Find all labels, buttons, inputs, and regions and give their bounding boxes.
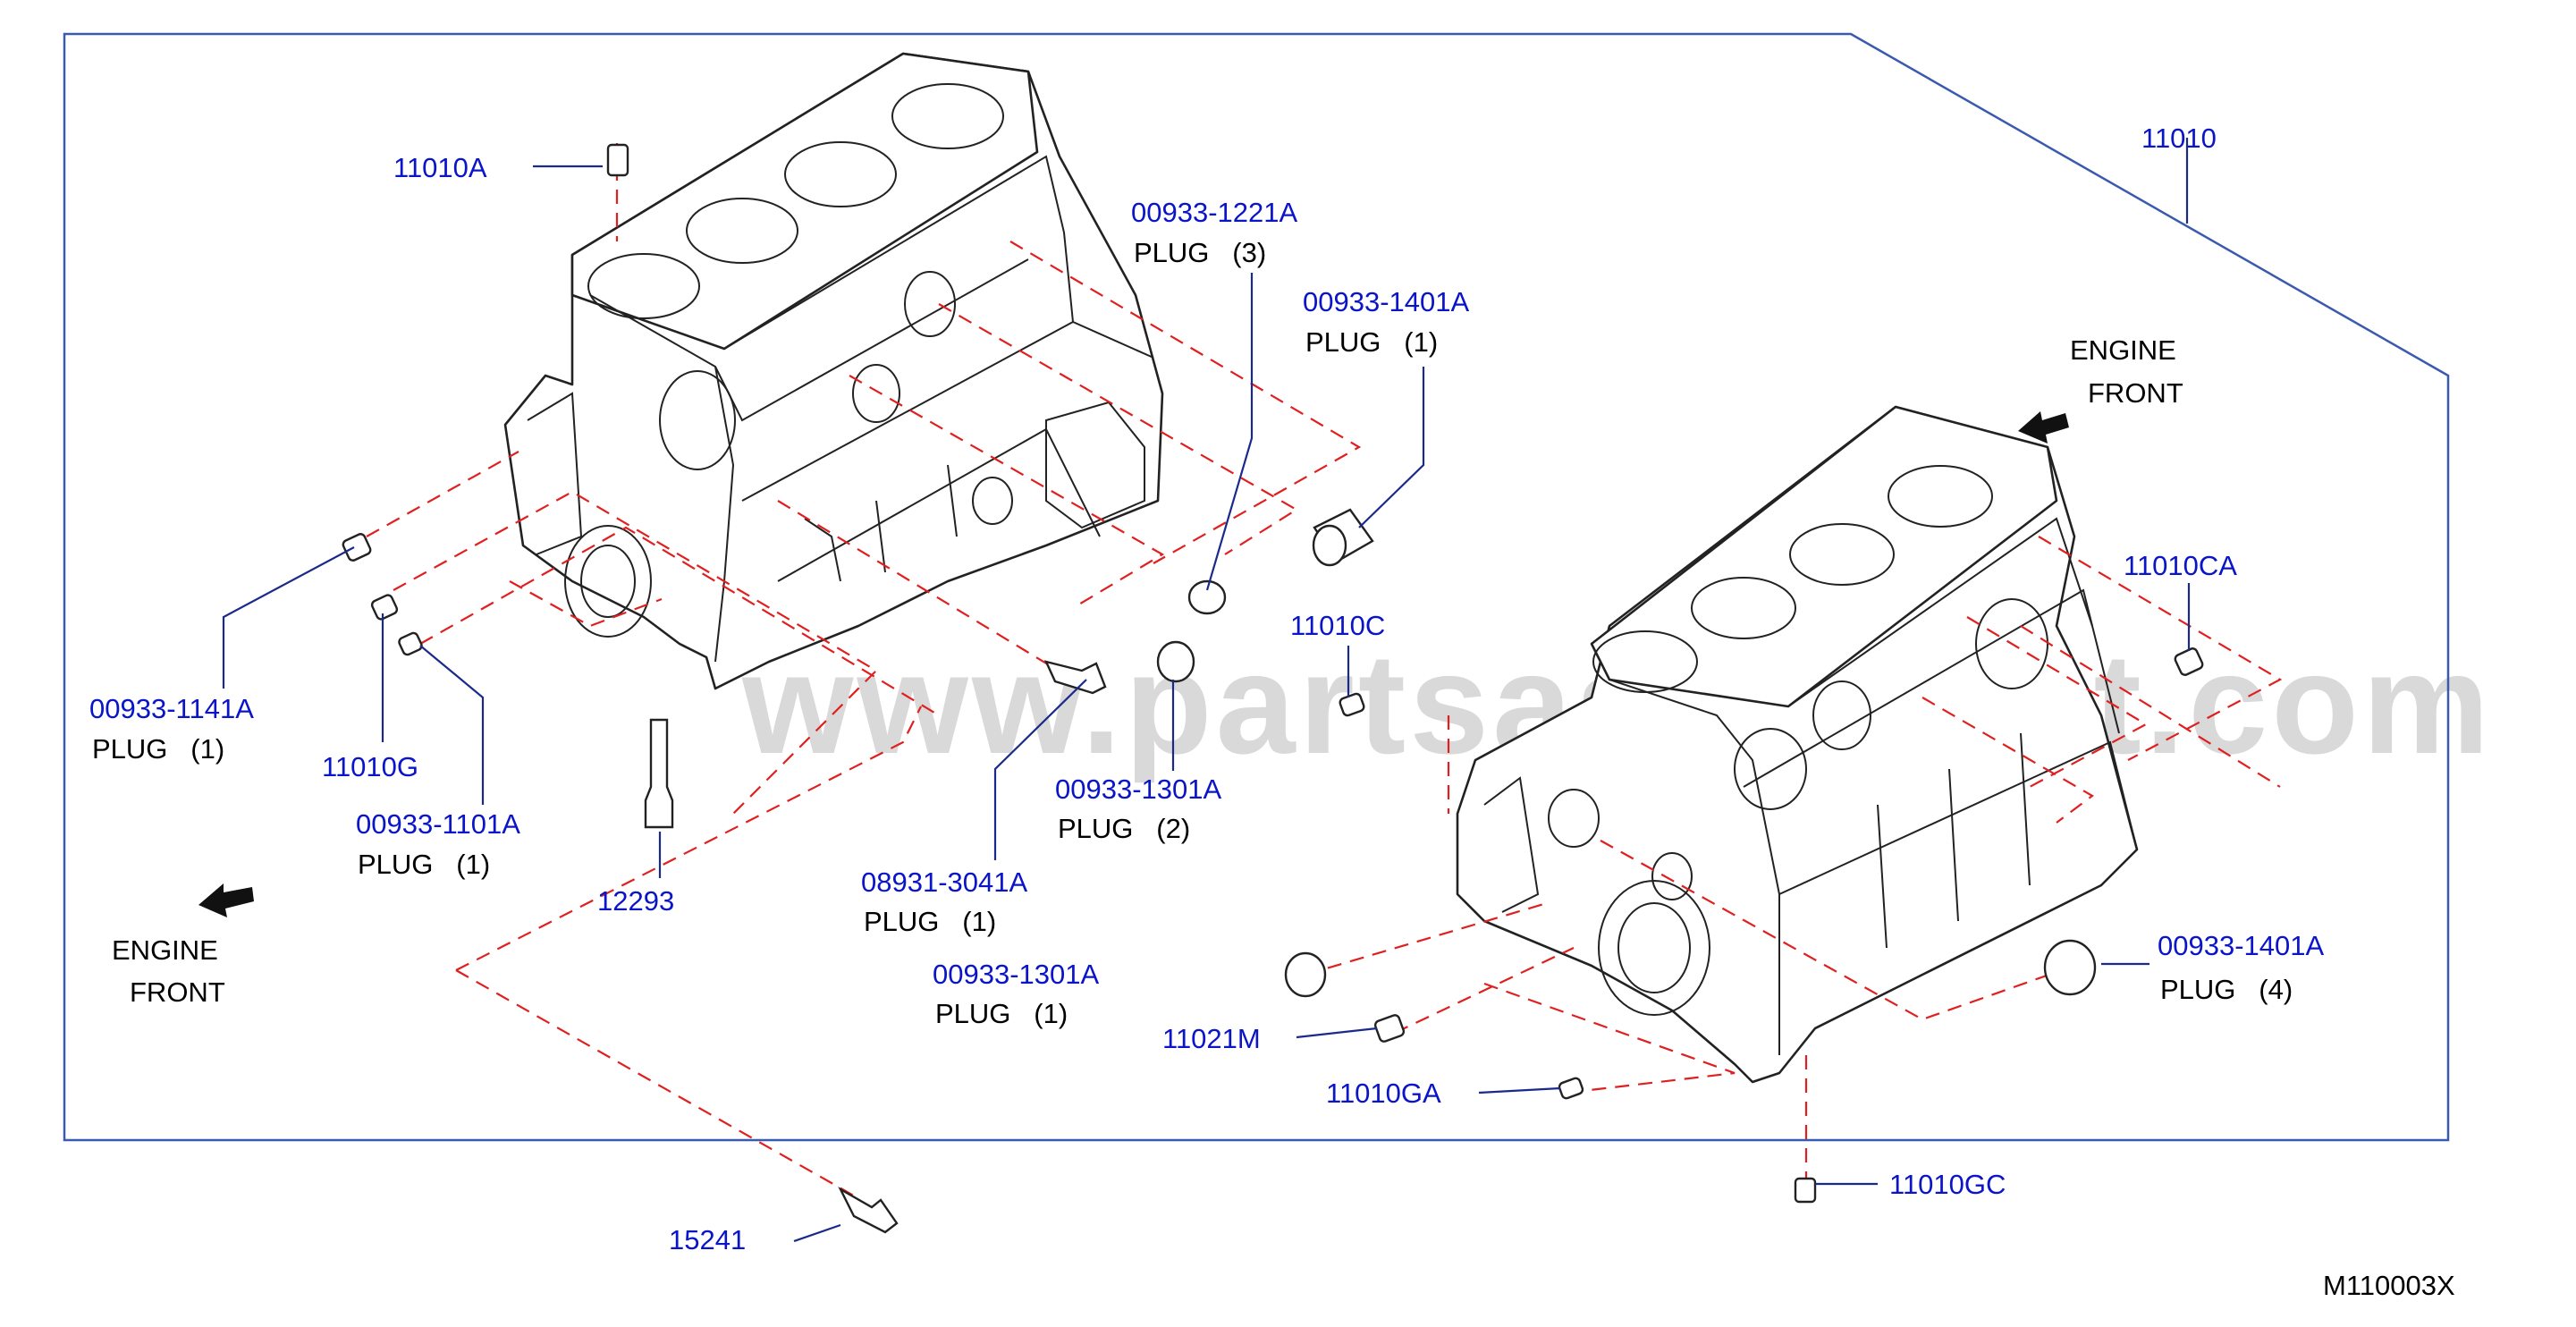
leader-lines: [222, 138, 2191, 1243]
label-11010G[interactable]: 11010G: [322, 751, 418, 782]
label-00933-1101A[interactable]: 00933-1101A: [356, 808, 520, 840]
desc-00933-1141A: PLUG (1): [92, 733, 224, 765]
engine-front-arrow-left: [198, 883, 254, 917]
desc-00933-1301A-a: PLUG (2): [1058, 813, 1190, 844]
diagram-code: M110003X: [2323, 1270, 2455, 1301]
small-parts: [198, 143, 2204, 1234]
label-00933-1301A-a[interactable]: 00933-1301A: [1055, 773, 1221, 805]
dowel-11021M: [1373, 1014, 1406, 1043]
label-12293[interactable]: 12293: [597, 885, 674, 917]
engine-front-right-line2: FRONT: [2088, 377, 2183, 409]
dowel-11010A: [606, 143, 629, 177]
cup-plug-00933-1301A-a: [1156, 640, 1195, 683]
engine-front-left-line2: FRONT: [130, 976, 225, 1008]
label-00933-1401A-bottom[interactable]: 00933-1401A: [2158, 930, 2324, 961]
label-00933-1301A-b[interactable]: 00933-1301A: [933, 959, 1099, 990]
desc-00933-1101A: PLUG (1): [358, 849, 490, 880]
label-00933-1141A[interactable]: 00933-1141A: [89, 693, 254, 724]
label-11010C[interactable]: 11010C: [1290, 610, 1385, 641]
callout-labels: 11010 11010A 00933-1221A PLUG (3) 00933-…: [89, 123, 2455, 1301]
label-11010A[interactable]: 11010A: [393, 152, 487, 183]
label-11010[interactable]: 11010: [2141, 123, 2217, 154]
cup-plug-00933-1301A-b: [1284, 951, 1327, 998]
stud-12293: [644, 718, 674, 829]
dowel-11010G: [370, 594, 399, 621]
cup-plug-00933-1221A: [1187, 579, 1227, 615]
label-00933-1221A[interactable]: 00933-1221A: [1131, 197, 1297, 228]
dowel-11010GC: [1794, 1177, 1817, 1204]
left-engine-block: [503, 52, 1164, 690]
engine-front-left-line1: ENGINE: [112, 934, 218, 966]
engine-front-arrow-right: [2018, 411, 2069, 444]
bolt-15241: [838, 1186, 899, 1234]
bolt-08931-3041A: [1043, 660, 1107, 695]
label-11010GC[interactable]: 11010GC: [1889, 1169, 2006, 1200]
assembly-frame: [63, 32, 2450, 1142]
assembly-guides: [366, 143, 2283, 1199]
label-15241[interactable]: 15241: [669, 1224, 746, 1255]
label-00933-1401A-top[interactable]: 00933-1401A: [1303, 286, 1469, 317]
desc-00933-1221A: PLUG (3): [1134, 237, 1266, 268]
desc-08931-3041A: PLUG (1): [864, 906, 996, 937]
dowel-11010GA: [1558, 1077, 1584, 1100]
desc-00933-1401A-bottom: PLUG (4): [2160, 974, 2293, 1005]
engine-front-right-line1: ENGINE: [2070, 334, 2176, 366]
label-11010CA[interactable]: 11010CA: [2124, 550, 2237, 581]
label-08931-3041A[interactable]: 08931-3041A: [861, 866, 1027, 898]
dowel-11010CA: [2174, 647, 2204, 676]
right-engine-block: [1456, 405, 2139, 1084]
label-11021M[interactable]: 11021M: [1162, 1023, 1261, 1054]
cup-plug-00933-1401A-bottom: [2043, 939, 2097, 996]
plug-00933-1101A: [398, 631, 423, 656]
desc-00933-1401A-top: PLUG (1): [1305, 326, 1438, 358]
desc-00933-1301A-b: PLUG (1): [935, 998, 1068, 1029]
label-11010GA[interactable]: 11010GA: [1326, 1078, 1441, 1109]
